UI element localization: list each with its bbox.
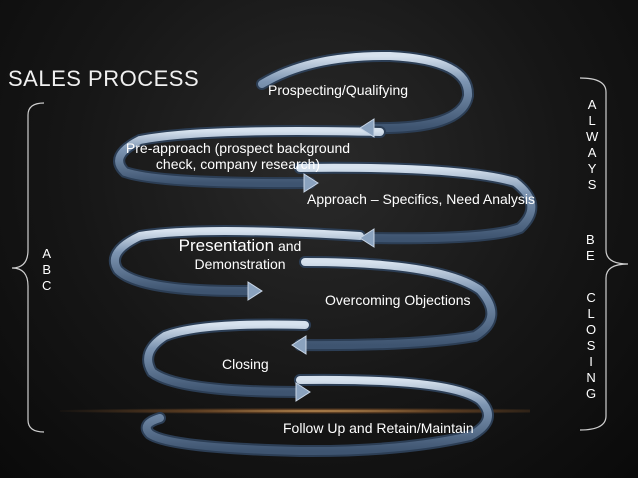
always-letter: Y — [587, 161, 597, 176]
presentation-line2: Demonstration — [194, 256, 286, 272]
closing-letter: I — [589, 354, 593, 369]
slide-title: SALES PROCESS — [8, 66, 200, 91]
abc-letter: A — [42, 246, 52, 261]
arrowhead-3 — [359, 228, 375, 248]
closing-letter: N — [586, 370, 596, 385]
abc-letters: A B C — [42, 246, 51, 294]
be-letter: E — [586, 248, 595, 263]
closing-letter: G — [586, 386, 597, 401]
presentation-word: Presentation — [178, 236, 275, 255]
step-preapproach-line1: Pre-approach (prospect background — [125, 140, 351, 156]
always-letter: A — [587, 97, 597, 112]
step-approach: Approach – Specifics, Need Analysis — [307, 191, 536, 207]
arrowhead-1 — [359, 118, 375, 138]
always-letter: W — [586, 129, 599, 144]
arrowhead-2 — [303, 173, 319, 193]
closing-letters: C L O S I N G — [586, 290, 596, 402]
always-letter: L — [588, 113, 596, 128]
step-closing: Closing — [222, 356, 269, 372]
closing-letter: O — [586, 322, 597, 337]
left-brace — [11, 102, 45, 433]
presentation-and: and — [274, 238, 302, 254]
step-preapproach-line2: check, company research) — [155, 156, 321, 172]
right-brace — [579, 77, 629, 431]
arrowhead-5 — [291, 335, 307, 355]
step-prospecting: Prospecting/Qualifying — [268, 82, 409, 98]
orange-glow-line — [60, 408, 530, 414]
step-presentation: Presentation and Demonstration — [175, 236, 305, 272]
arrowhead-6 — [295, 382, 311, 402]
arrowhead-4 — [247, 281, 263, 301]
be-letter: B — [586, 232, 595, 247]
be-letters: B E — [586, 232, 595, 264]
closing-letter: C — [586, 290, 596, 305]
closing-letter: L — [587, 306, 595, 321]
abc-letter: B — [42, 262, 52, 277]
always-letter: A — [587, 145, 597, 160]
always-letter: S — [587, 177, 597, 192]
always-letters: A L W A Y S — [586, 97, 598, 193]
abc-letter: C — [42, 278, 52, 293]
step-preapproach: Pre-approach (prospect background check,… — [118, 140, 358, 172]
closing-letter: S — [586, 338, 596, 353]
step-overcoming-objections: Overcoming Objections — [325, 292, 471, 308]
step-follow-up: Follow Up and Retain/Maintain — [283, 420, 474, 436]
